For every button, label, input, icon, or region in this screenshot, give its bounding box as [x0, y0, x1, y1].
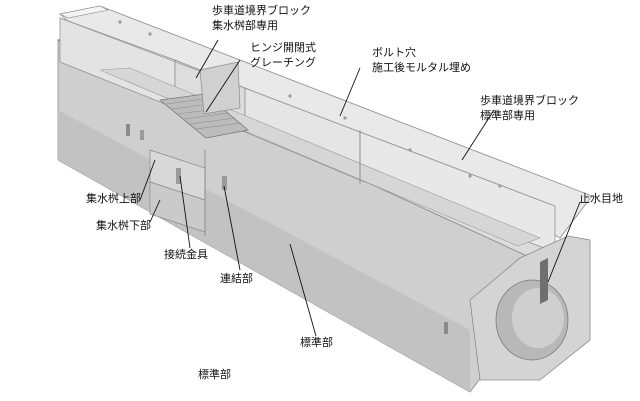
label-catch-basin-lower: 集水桝下部: [96, 218, 151, 232]
curb-top-edge: [59, 17, 556, 207]
leader-waterstop: [547, 201, 581, 283]
curb-block-assembly: [56, 5, 593, 393]
label-connection-part: 連結部: [220, 271, 253, 285]
connector-hardware-3: [140, 130, 144, 140]
label-bolt-hole-1: ボルト穴: [372, 45, 416, 59]
connector-hardware-1: [176, 168, 181, 184]
leader-basin-lower: [149, 199, 161, 223]
label-bolt-hole-2: 施工後モルタル埋め: [372, 60, 471, 74]
leader-curb-standard: [461, 109, 495, 161]
leader-basin-upper: [139, 159, 156, 201]
waterstop-joint-strip: [540, 258, 548, 304]
leader-bolt-hole: [339, 67, 361, 117]
leader-curb-catch-basin: [195, 39, 219, 79]
label-waterstop-joint: 止水目地: [579, 192, 623, 205]
label-curb-catch-basin-2: 集水桝部専用: [212, 18, 278, 32]
label-connector-hardware: 接続金具: [164, 247, 208, 261]
curb-wall-top: [59, 5, 109, 19]
label-hinge-grating-2: グレーチング: [250, 55, 316, 69]
leader-connection-part: [223, 185, 241, 271]
channel-end-hole-inner: [512, 288, 564, 348]
front-slot-1: [126, 124, 130, 136]
label-curb-standard-2: 標準部専用: [480, 108, 535, 122]
leader-connector: [179, 175, 191, 249]
label-hinge-grating-1: ヒンジ開閉式: [250, 41, 316, 54]
front-slot-2: [444, 322, 448, 334]
label-standard-part-bottom: 標準部: [198, 367, 231, 381]
label-curb-standard-1: 歩車道境界ブロック: [480, 93, 579, 107]
bolt-holes: [118, 20, 502, 188]
label-standard-part-center: 標準部: [300, 335, 333, 349]
hinge-grating: [159, 93, 249, 139]
label-catch-basin-upper: 集水桝上部: [86, 191, 141, 205]
connector-hardware-2: [222, 176, 227, 190]
labels: 歩車道境界ブロック 集水桝部専用 ヒンジ開閉式 グレーチング ボルト穴 施工後モ…: [86, 3, 623, 381]
leader-standard-part: [289, 243, 317, 337]
leader-lines: [139, 39, 581, 337]
label-curb-catch-basin-1: 歩車道境界ブロック: [212, 3, 311, 17]
leader-hinge-grating: [205, 59, 241, 113]
